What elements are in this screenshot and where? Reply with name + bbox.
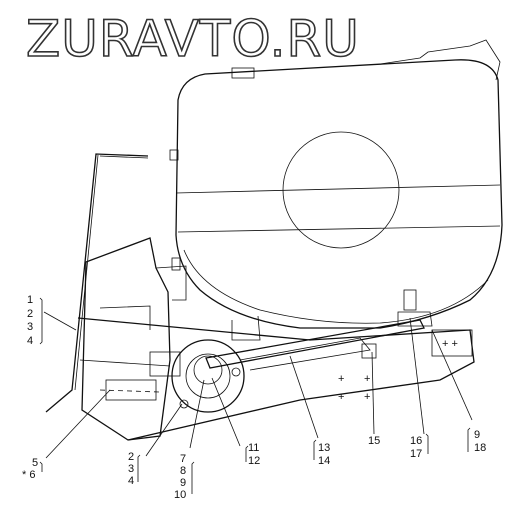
tension-strap: + + + + xyxy=(205,289,433,403)
svg-text:+: + xyxy=(364,373,370,385)
watermark: ZURAVTO.RU xyxy=(26,10,360,68)
clamp-hub xyxy=(99,339,245,413)
callout-7: 7 xyxy=(180,453,186,465)
leader-lines xyxy=(39,297,473,494)
callout-17: 17 xyxy=(410,448,422,460)
callout-9b: 9 xyxy=(474,429,480,441)
support-rod xyxy=(45,153,149,413)
callout-12: 12 xyxy=(248,455,260,467)
callout-9: 9 xyxy=(180,477,186,489)
mounting-bracket: + + xyxy=(77,237,475,441)
fuel-tank xyxy=(169,39,503,341)
callout-4b: 4 xyxy=(128,475,134,487)
callout-5: 5 xyxy=(32,457,38,469)
tank-side-circle xyxy=(282,131,400,249)
right-bracket xyxy=(431,329,473,357)
callout-6: * 6 xyxy=(22,469,35,481)
svg-text:+: + xyxy=(338,373,344,385)
callout-3b: 3 xyxy=(128,463,134,475)
callout-3: 3 xyxy=(27,321,33,333)
strap-nut xyxy=(403,289,417,311)
callout-13: 13 xyxy=(318,442,330,454)
callout-2b: 2 xyxy=(128,451,134,463)
svg-text:+: + xyxy=(338,391,344,403)
callout-16: 16 xyxy=(410,435,422,447)
svg-text:+ +: + + xyxy=(442,338,458,350)
filler-neck xyxy=(231,67,255,79)
callout-8: 8 xyxy=(180,465,186,477)
svg-text:+: + xyxy=(364,391,370,403)
callout-15: 15 xyxy=(368,435,380,447)
callout-1: 1 xyxy=(27,294,33,306)
callout-11: 11 xyxy=(248,442,259,454)
callouts: 1 2 3 4 5 * 6 2 3 4 7 8 9 10 11 12 13 14… xyxy=(22,294,486,501)
callout-4: 4 xyxy=(27,335,33,347)
callout-18: 18 xyxy=(474,442,486,454)
callout-2: 2 xyxy=(27,308,33,320)
callout-10: 10 xyxy=(174,489,186,501)
callout-14: 14 xyxy=(318,455,330,467)
